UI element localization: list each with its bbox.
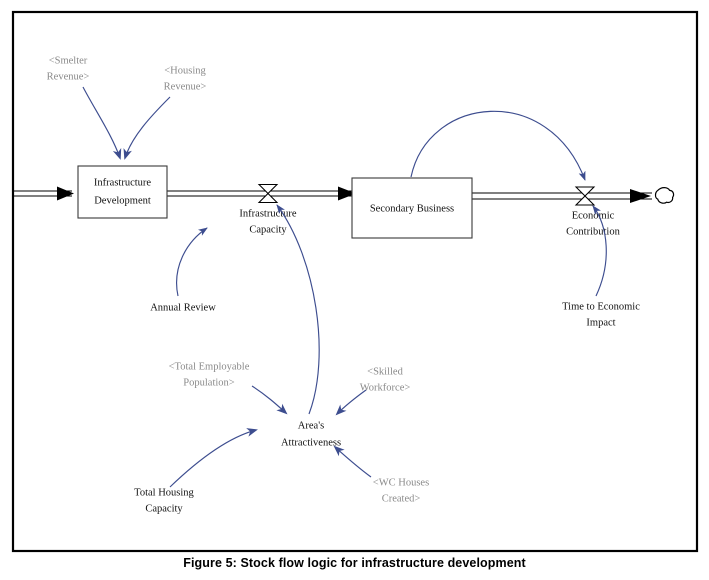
aux-skilled-workforce-line1: <Skilled: [367, 366, 403, 377]
stock-secondary-business-label: Secondary Business: [370, 203, 454, 214]
aux-time-to-economic-impact-line1: Time to Economic: [562, 301, 640, 312]
aux-smelter-revenue-line1: <Smelter: [49, 55, 88, 66]
aux-total-housing-capacity-line1: Total Housing: [134, 487, 194, 498]
link-housing-revenue-to-infrastructure: [123, 96, 171, 160]
stock-secondary-business[interactable]: Secondary Business: [351, 177, 473, 239]
valve-economic-contribution[interactable]: [574, 186, 596, 206]
aux-housing-revenue-line2: Revenue>: [164, 81, 207, 92]
figure-frame: [11, 10, 699, 553]
aux-annual-review[interactable]: Annual Review: [150, 302, 216, 313]
aux-housing-revenue[interactable]: <Housing Revenue>: [164, 65, 207, 92]
link-attractiveness-to-infrastructure-capacity: [276, 204, 320, 415]
aux-wc-houses-created-line1: <WC Houses: [373, 477, 429, 488]
aux-total-housing-capacity-line2: Capacity: [145, 503, 183, 514]
aux-skilled-workforce[interactable]: <Skilled Workforce>: [360, 366, 411, 393]
aux-areas-attractiveness-line1: Area's: [298, 420, 324, 431]
link-time-to-impact-to-economic-contribution: [592, 205, 607, 297]
stock-infrastructure-development-label-line1: Infrastructure: [94, 177, 151, 188]
aux-skilled-workforce-line2: Workforce>: [360, 382, 411, 393]
flow-infrastructure-capacity: [167, 183, 356, 204]
stock-infrastructure-development-label-line2: Development: [94, 195, 151, 206]
aux-total-employable-population-line1: <Total Employable: [169, 361, 250, 372]
economic-contribution-arrowhead: [630, 189, 651, 203]
label-infrastructure-capacity: Infrastructure Capacity: [239, 208, 296, 235]
inflow-arrowhead: [57, 186, 74, 201]
aux-wc-houses-created[interactable]: <WC Houses Created>: [373, 477, 429, 504]
aux-annual-review-label: Annual Review: [150, 302, 216, 313]
figure-caption: Figure 5: Stock flow logic for infrastru…: [183, 556, 526, 570]
aux-wc-houses-created-line2: Created>: [382, 493, 421, 504]
aux-time-to-economic-impact-line2: Impact: [586, 317, 615, 328]
aux-total-employable-population-line2: Population>: [183, 377, 235, 388]
economic-contribution-line1: Economic: [572, 210, 615, 221]
infrastructure-capacity-line2: Capacity: [249, 224, 287, 235]
aux-total-housing-capacity[interactable]: Total Housing Capacity: [134, 487, 194, 514]
infrastructure-capacity-line1: Infrastructure: [239, 208, 296, 219]
flow-inflow-to-infrastructure: [14, 186, 74, 201]
aux-housing-revenue-line1: <Housing: [164, 65, 206, 76]
aux-smelter-revenue-line2: Revenue>: [47, 71, 90, 82]
link-smelter-revenue-to-infrastructure: [82, 86, 122, 160]
link-skilled-workforce-to-attractiveness: [335, 389, 367, 416]
economic-contribution-line2: Contribution: [566, 226, 620, 237]
stock-infrastructure-development[interactable]: Infrastructure Development: [77, 165, 168, 219]
flow-economic-contribution: [472, 186, 675, 206]
link-employable-population-to-attractiveness: [251, 385, 288, 415]
aux-areas-attractiveness-line2: Attractiveness: [281, 437, 341, 448]
link-annual-review-to-infrastructure-capacity: [176, 227, 208, 297]
aux-total-employable-population[interactable]: <Total Employable Population>: [169, 361, 250, 388]
aux-areas-attractiveness[interactable]: Area's Attractiveness: [281, 420, 341, 448]
aux-smelter-revenue[interactable]: <Smelter Revenue>: [47, 55, 90, 82]
link-wc-houses-to-attractiveness: [333, 445, 372, 478]
sink-cloud-icon: [654, 187, 675, 204]
label-economic-contribution: Economic Contribution: [566, 210, 620, 237]
link-total-housing-capacity-to-attractiveness: [169, 428, 258, 488]
valve-infrastructure-capacity[interactable]: [257, 183, 279, 204]
aux-time-to-economic-impact[interactable]: Time to Economic Impact: [562, 301, 640, 328]
link-secondary-business-to-economic-contribution: [410, 110, 586, 181]
infrastructure-capacity-arrowhead: [338, 186, 356, 201]
